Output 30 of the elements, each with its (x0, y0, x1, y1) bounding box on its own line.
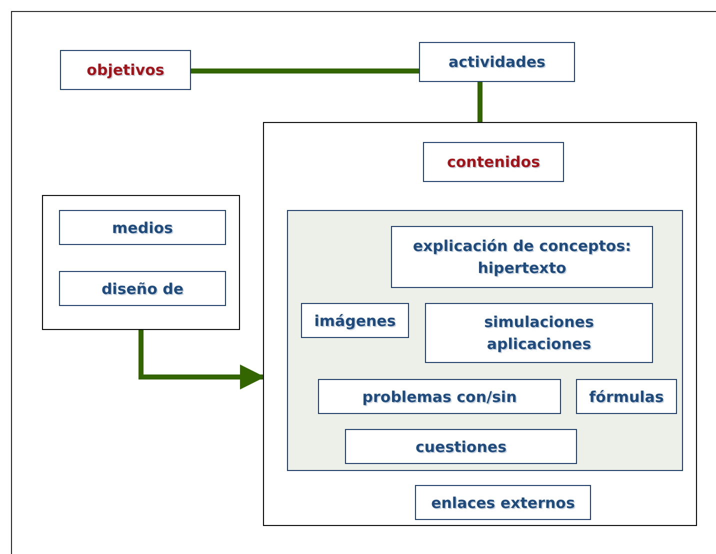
text-box (60, 50, 191, 90)
text-box (391, 226, 653, 288)
text-box (59, 271, 226, 306)
node-label: diseño de (100, 278, 185, 300)
text-box (59, 210, 226, 245)
node-label: enlaces externos (430, 492, 576, 514)
node-label: simulaciones aplicaciones (483, 312, 595, 355)
node-label: fórmulas (588, 386, 665, 408)
connector-line (478, 82, 482, 122)
node-label: objetivos (86, 60, 166, 81)
node-label: imágenes (313, 310, 397, 332)
arrow (138, 330, 265, 390)
text-box (576, 379, 677, 414)
node-label: actividades (448, 52, 546, 73)
text-box (318, 379, 561, 414)
content-panel (287, 210, 683, 471)
text-box (415, 485, 591, 520)
text-box (301, 303, 409, 338)
node-label: cuestiones (414, 436, 508, 458)
node-label: problemas con/sin (361, 386, 518, 408)
node-label: medios (111, 218, 174, 238)
connector-line (191, 68, 419, 74)
text-box (419, 42, 575, 82)
node-label: contenidos (446, 152, 541, 173)
text-box (345, 429, 577, 464)
node-label: explicación de conceptos: hipertexto (412, 236, 632, 279)
group-box (42, 195, 240, 330)
text-box (425, 303, 653, 363)
group-box (263, 122, 697, 526)
text-box (423, 142, 564, 182)
